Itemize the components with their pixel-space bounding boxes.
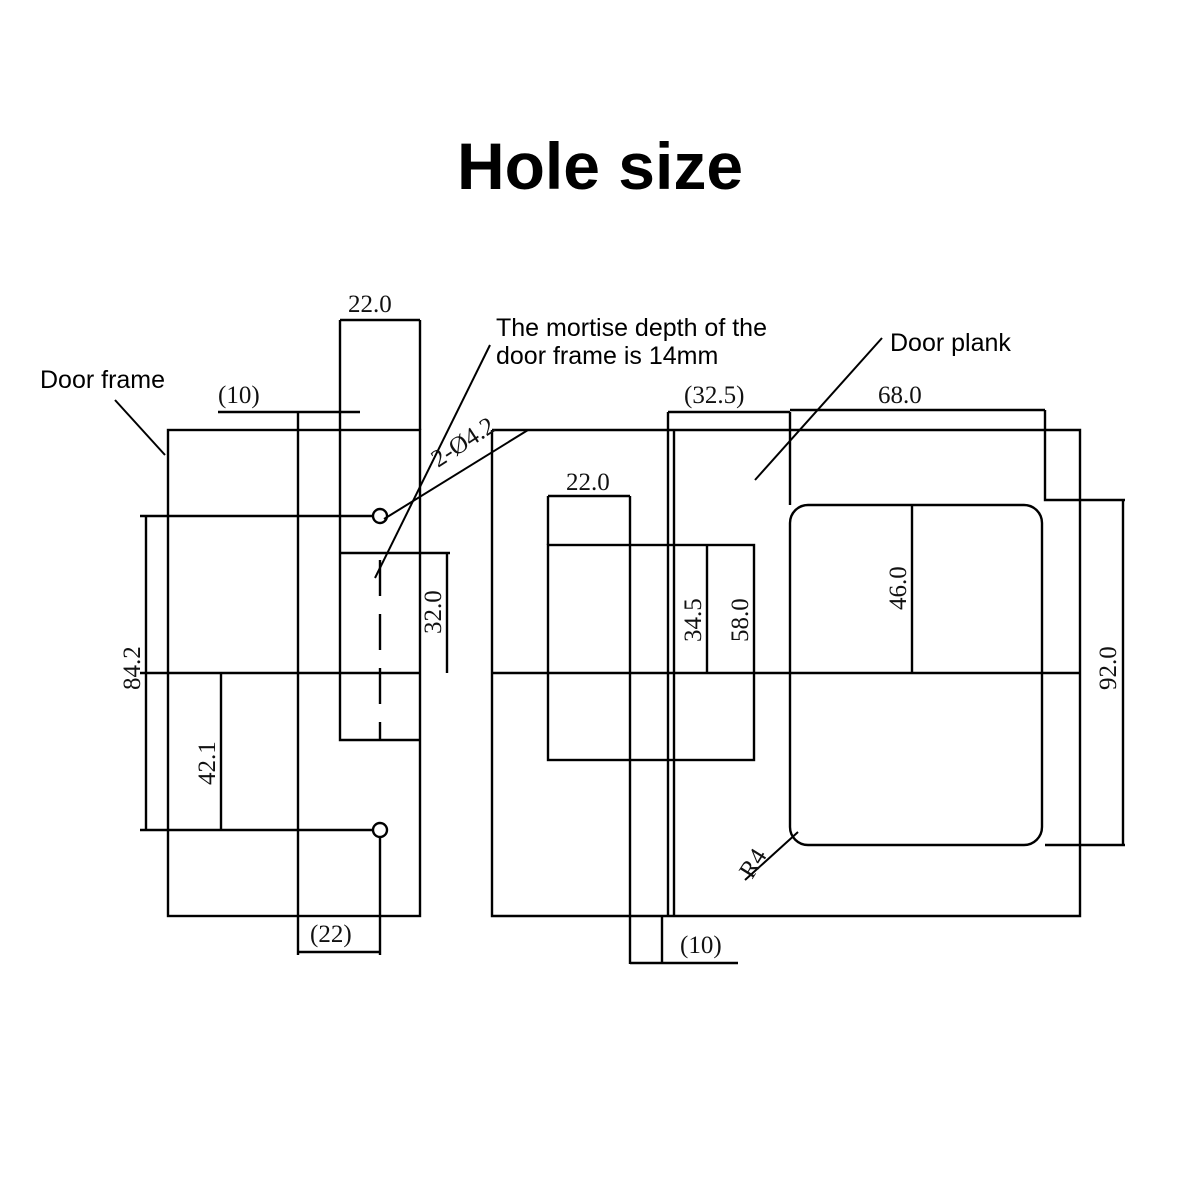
door-plank-leader <box>754 337 883 481</box>
plank-mortise-inner-dim: 34.5 <box>680 598 707 642</box>
door-plank-drawing <box>490 337 1125 965</box>
lower-hole-circle <box>371 821 389 839</box>
hole-spec-dim: 2-Ø4.2 <box>427 412 501 473</box>
cutout-inner-dim: 46.0 <box>885 566 912 610</box>
cutout-width-dim: 68.0 <box>878 382 922 409</box>
mortise-note-leader <box>374 344 491 579</box>
corner-radius-leader <box>744 831 799 881</box>
plank-mortise-outer-dim: 58.0 <box>727 598 754 642</box>
frame-mortise-width-dim: 22.0 <box>348 291 392 318</box>
cutout-outer-dim: 92.0 <box>1095 646 1122 690</box>
mortise-note-line1: The mortise depth of the <box>496 314 767 342</box>
upper-hole-circle <box>371 507 389 525</box>
hole-spec-leader <box>383 429 529 520</box>
frame-mortise-left-edge <box>338 320 420 742</box>
hole-spacing-dim: 84.2 <box>119 646 146 690</box>
plank-mortise-width-dim: 22.0 <box>566 469 610 496</box>
mortise-note-line2: door frame is 14mm <box>496 342 718 370</box>
door-frame-label: Door frame <box>40 366 165 394</box>
plank-mortise-outline <box>546 543 756 762</box>
hole-offset-dim: (22) <box>310 921 352 948</box>
door-frame-drawing <box>114 318 529 955</box>
hole-half-spacing-dim: 42.1 <box>194 741 221 785</box>
cutout-top-ext <box>1043 410 1125 502</box>
plank-cutout-outline <box>788 503 1044 847</box>
frame-offset-dim: (10) <box>218 382 260 409</box>
corner-radius-dim: R4 <box>734 844 773 883</box>
door-plank-outline <box>490 428 1082 918</box>
frame-mortise-height-dim: 32.0 <box>420 590 447 634</box>
plank-offset-dim: (32.5) <box>684 382 744 409</box>
plank-bottom-offset-dim: (10) <box>680 932 722 959</box>
door-frame-leader <box>114 399 166 456</box>
page-title: Hole size <box>456 129 744 203</box>
door-plank-label: Door plank <box>890 329 1011 357</box>
